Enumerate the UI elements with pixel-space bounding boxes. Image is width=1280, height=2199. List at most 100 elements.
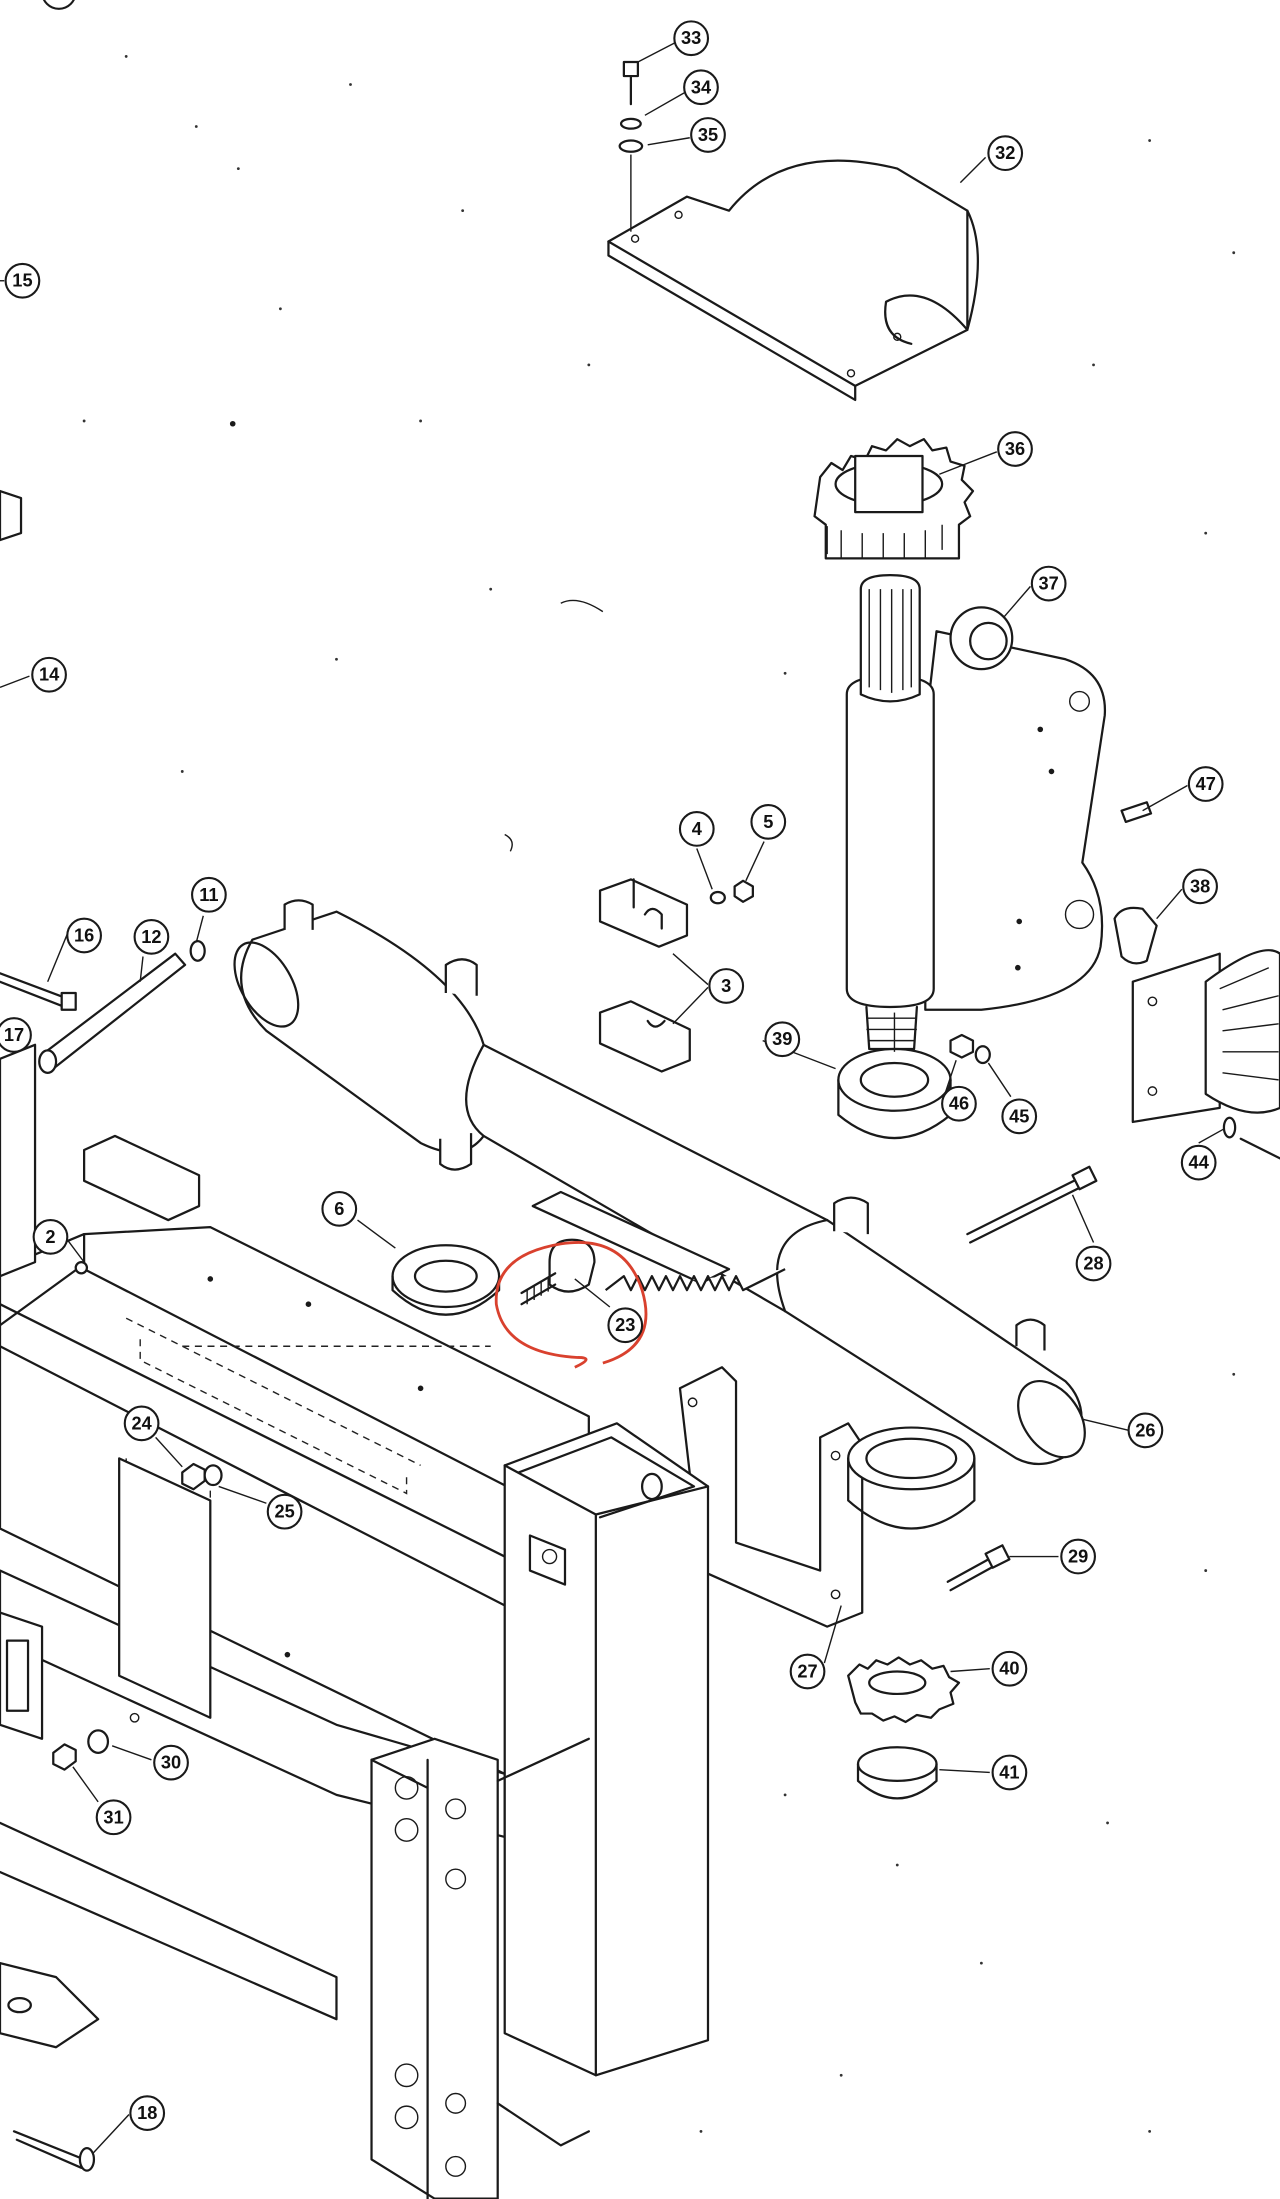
svg-text:31: 31 xyxy=(103,1807,123,1827)
vertical-post xyxy=(503,1422,710,2077)
callout-36: 36 xyxy=(997,431,1033,467)
svg-text:5: 5 xyxy=(763,812,773,832)
callout-16: 16 xyxy=(66,917,102,954)
callout-31: 31 xyxy=(95,1799,132,1836)
callout-11: 11 xyxy=(191,876,227,913)
part-26-hydraulic-cylinder xyxy=(233,899,1086,1466)
lower-brackets xyxy=(370,1737,590,2199)
callout-37: 37 xyxy=(1030,565,1067,602)
svg-text:41: 41 xyxy=(999,1762,1019,1782)
callout-26: 26 xyxy=(1127,1412,1164,1449)
svg-text:34: 34 xyxy=(691,77,712,97)
svg-text:16: 16 xyxy=(74,925,94,945)
svg-text:33: 33 xyxy=(681,28,701,48)
svg-text:30: 30 xyxy=(161,1753,181,1773)
part-32-cover xyxy=(607,159,979,402)
callout-17: 17 xyxy=(0,1017,32,1053)
callout-45: 45 xyxy=(1001,1098,1038,1135)
svg-text:44: 44 xyxy=(1189,1153,1210,1173)
motor-bracket xyxy=(1131,949,1280,1124)
svg-text:39: 39 xyxy=(772,1029,792,1049)
parts-33-35-bolt-washers xyxy=(618,60,644,232)
svg-text:6: 6 xyxy=(334,1199,344,1219)
callout-35: 35 xyxy=(690,117,726,153)
part-44-bolt xyxy=(1239,1137,1280,1160)
callout-25: 25 xyxy=(266,1493,303,1530)
svg-text:26: 26 xyxy=(1135,1420,1155,1440)
svg-text:14: 14 xyxy=(39,665,60,685)
callouts: 13 33 34 35 32 15 36 37 14 47 4 5 38 16 … xyxy=(0,0,1224,2132)
svg-text:11: 11 xyxy=(199,885,218,905)
svg-text:4: 4 xyxy=(692,819,703,839)
part-44-washer xyxy=(1222,1116,1237,1139)
callout-27: 27 xyxy=(789,1653,826,1690)
svg-text:13: 13 xyxy=(49,0,69,2)
callout-18: 18 xyxy=(129,2095,166,2132)
svg-text:3: 3 xyxy=(721,976,731,996)
callout-24: 24 xyxy=(123,1405,160,1442)
callout-41: 41 xyxy=(991,1754,1028,1791)
part-39-bearing xyxy=(837,1012,952,1140)
svg-text:28: 28 xyxy=(1083,1254,1103,1274)
callout-34: 34 xyxy=(683,69,719,106)
scan-speckles xyxy=(82,55,1236,2133)
svg-text:47: 47 xyxy=(1196,774,1216,794)
callout-38: 38 xyxy=(1182,868,1218,905)
svg-text:37: 37 xyxy=(1039,574,1059,594)
parts-45-46 xyxy=(949,1033,991,1065)
callout-33: 33 xyxy=(673,20,710,57)
part-38-bushing xyxy=(1113,906,1158,965)
svg-text:35: 35 xyxy=(698,125,718,145)
callout-23: 23 xyxy=(607,1307,644,1344)
part-6-bearing xyxy=(391,1244,501,1316)
svg-text:45: 45 xyxy=(1009,1106,1029,1126)
part-41-ring xyxy=(856,1746,938,1800)
callout-14: 14 xyxy=(31,656,67,693)
callout-12: 12 xyxy=(133,918,170,955)
part-28-bolt xyxy=(966,1165,1098,1244)
svg-text:46: 46 xyxy=(949,1094,969,1114)
callout-5: 5 xyxy=(750,804,787,840)
svg-text:40: 40 xyxy=(999,1659,1019,1679)
svg-text:38: 38 xyxy=(1190,876,1210,896)
svg-text:27: 27 xyxy=(797,1662,817,1682)
part-40-lockwasher xyxy=(847,1656,961,1724)
callout-46: 46 xyxy=(941,1085,977,1122)
callout-29: 29 xyxy=(1060,1538,1096,1575)
svg-text:29: 29 xyxy=(1068,1547,1088,1567)
part-36-sprocket xyxy=(813,438,975,560)
main-frame xyxy=(0,1043,590,2049)
callout-2: 2 xyxy=(32,1219,69,1255)
callout-13: 13 xyxy=(42,0,75,10)
parts-3-4-5-clamps xyxy=(598,878,754,1073)
svg-text:18: 18 xyxy=(137,2103,157,2123)
callout-40: 40 xyxy=(991,1650,1028,1687)
callout-44: 44 xyxy=(1180,1144,1217,1181)
svg-text:17: 17 xyxy=(4,1025,24,1045)
callout-32: 32 xyxy=(987,135,1024,172)
svg-text:25: 25 xyxy=(274,1502,294,1522)
part-29-bolt xyxy=(946,1544,1011,1592)
callout-4: 4 xyxy=(678,811,715,847)
part-37-shaft-housing xyxy=(845,574,1106,1051)
left-small-parts xyxy=(0,489,223,2172)
part-23-stud xyxy=(520,1238,596,1306)
svg-text:24: 24 xyxy=(131,1413,152,1433)
svg-text:32: 32 xyxy=(995,143,1015,163)
callout-6: 6 xyxy=(321,1190,358,1227)
callout-28: 28 xyxy=(1075,1245,1112,1282)
svg-text:2: 2 xyxy=(45,1227,55,1247)
callout-30: 30 xyxy=(153,1744,189,1781)
svg-text:15: 15 xyxy=(12,271,32,291)
callout-3: 3 xyxy=(708,968,745,1004)
highlight-annotation-part-23 xyxy=(494,1241,648,1369)
part-27-bracket xyxy=(678,1366,976,1628)
part-47-grease-fitting xyxy=(1120,801,1153,824)
svg-text:36: 36 xyxy=(1005,439,1025,459)
svg-text:12: 12 xyxy=(141,927,161,947)
callout-39: 39 xyxy=(764,1021,801,1058)
callout-47: 47 xyxy=(1187,766,1224,802)
svg-text:23: 23 xyxy=(615,1315,635,1335)
